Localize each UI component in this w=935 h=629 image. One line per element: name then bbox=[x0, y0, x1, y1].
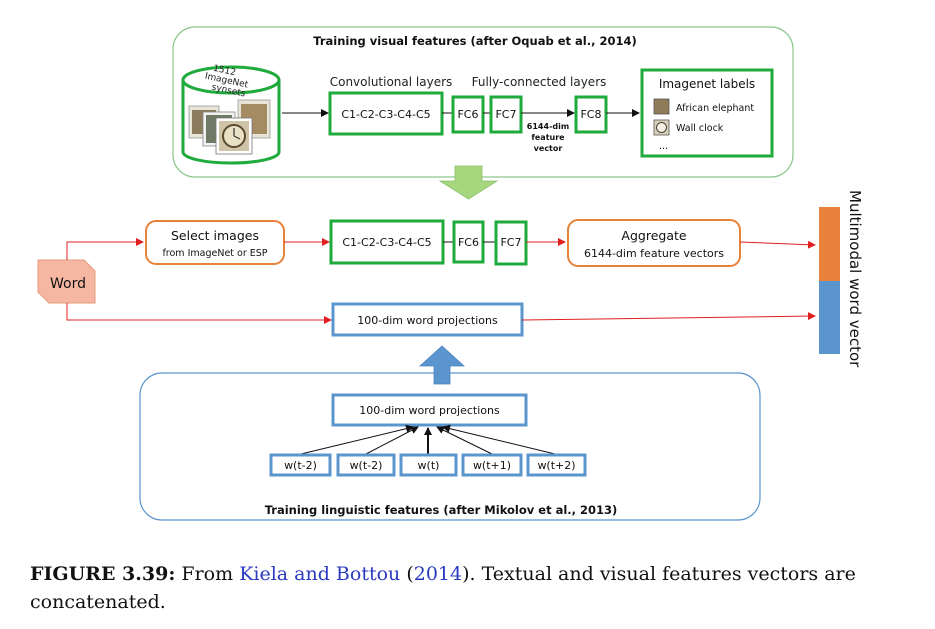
figure-caption: FIGURE 3.39: From Kiela and Bottou (2014… bbox=[30, 560, 910, 616]
transfer-arrow-green bbox=[438, 165, 499, 200]
transfer-arrow-blue bbox=[418, 345, 466, 385]
context-word-box bbox=[336, 453, 396, 477]
context-word-box bbox=[526, 453, 587, 477]
fc8-box bbox=[574, 95, 608, 134]
word-projection-text-bottom: 100-dim word projections bbox=[359, 404, 500, 417]
conv-layers-caption: Convolutional layers bbox=[330, 75, 453, 89]
conv-layers-text-top: C1-C2-C3-C4-C5 bbox=[341, 108, 430, 121]
fc7-box-top bbox=[489, 95, 523, 134]
word-text: Word bbox=[50, 276, 86, 292]
label-wall-clock: Wall clock bbox=[676, 123, 724, 134]
context-word-box bbox=[399, 453, 458, 477]
fc6-text-mid: FC6 bbox=[458, 236, 479, 249]
model-diagram: Training visual features (after Oquab et… bbox=[37, 26, 864, 521]
context-word-text: w(t) bbox=[418, 459, 440, 472]
elephant-thumbnail-icon bbox=[653, 98, 670, 115]
fc6-text-top: FC6 bbox=[457, 108, 478, 121]
aggregate-box bbox=[567, 219, 741, 267]
conv-layers-box-mid bbox=[329, 219, 445, 265]
feature-vector-line1: 6144-dim bbox=[527, 122, 569, 131]
fc6-box-top bbox=[451, 95, 485, 134]
citation-link[interactable]: Kiela and Bottou bbox=[239, 563, 401, 585]
context-word-box bbox=[461, 453, 523, 477]
feature-vector-line3: vector bbox=[534, 144, 563, 153]
imagenet-labels-title: Imagenet labels bbox=[659, 77, 755, 91]
select-images-sub: from ImageNet or ESP bbox=[162, 248, 267, 259]
fc-layers-caption: Fully-connected layers bbox=[472, 75, 607, 89]
db-label-line1: 1512 bbox=[212, 64, 236, 79]
multimodal-vector-label: Multimodal word vector bbox=[846, 190, 864, 368]
linguistic-panel-title: Training linguistic features (after Miko… bbox=[265, 503, 618, 517]
fc7-text-mid: FC7 bbox=[500, 236, 521, 249]
multimodal-vector-text-part bbox=[819, 281, 840, 354]
fc8-text: FC8 bbox=[580, 108, 601, 121]
visual-panel-title: Training visual features (after Oquab et… bbox=[313, 34, 636, 48]
figure-label: FIGURE 3.39: bbox=[30, 563, 176, 585]
fc7-text-top: FC7 bbox=[495, 108, 516, 121]
aggregate-sub: 6144-dim feature vectors bbox=[584, 247, 724, 260]
caption-from: From bbox=[181, 563, 234, 585]
multimodal-vector-visual-part bbox=[819, 207, 840, 281]
fc7-box-mid bbox=[494, 220, 528, 266]
visual-training-panel bbox=[172, 26, 794, 178]
context-word-text: w(t+2) bbox=[537, 459, 575, 472]
feature-vector-line2: feature bbox=[531, 133, 565, 142]
context-word-text: w(t+1) bbox=[473, 459, 511, 472]
select-images-title: Select images bbox=[171, 228, 259, 243]
conv-layers-text-mid: C1-C2-C3-C4-C5 bbox=[342, 236, 431, 249]
word-node bbox=[37, 259, 96, 304]
word-projection-box-bottom bbox=[331, 393, 528, 427]
context-word-box bbox=[269, 453, 332, 477]
word-projection-text: 100-dim word projections bbox=[357, 314, 498, 327]
fc6-box-mid bbox=[452, 220, 485, 264]
caption-rest: ). Textual and visual features vectors a… bbox=[30, 563, 856, 613]
aggregate-title: Aggregate bbox=[621, 228, 686, 243]
imagenet-database-icon bbox=[181, 65, 281, 165]
caption-open-paren: ( bbox=[406, 563, 414, 585]
label-ellipsis: ... bbox=[659, 141, 668, 152]
conv-layers-box-top bbox=[328, 91, 444, 136]
linguistic-training-panel bbox=[139, 372, 761, 521]
context-word-text: w(t-2) bbox=[350, 459, 383, 472]
word-projection-box bbox=[331, 302, 524, 337]
label-african-elephant: African elephant bbox=[676, 103, 754, 114]
citation-year-link[interactable]: 2014 bbox=[413, 563, 463, 585]
context-word-text: w(t-2) bbox=[284, 459, 317, 472]
